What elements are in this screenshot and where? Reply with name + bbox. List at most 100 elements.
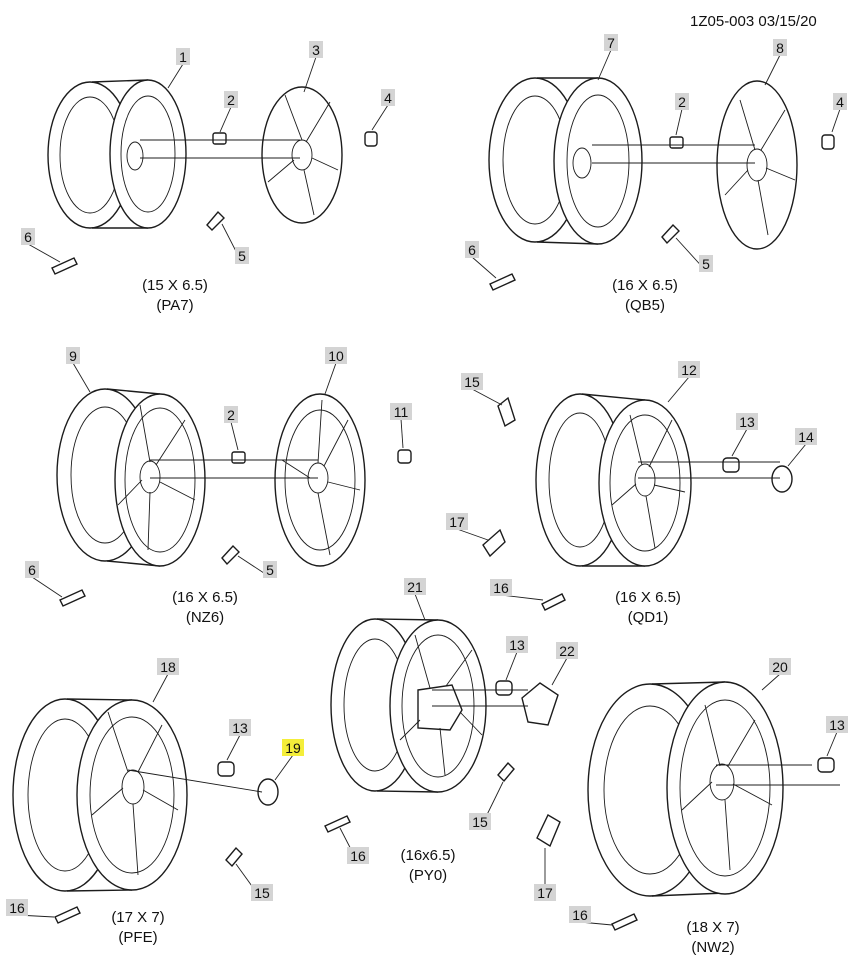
callout-label: 15 (254, 885, 270, 901)
callout-tag (381, 89, 395, 106)
callout-tag (833, 93, 847, 110)
callout-leader (167, 63, 184, 89)
steel-wheel-16 (488, 77, 643, 245)
callout-11: 11 (390, 403, 412, 449)
bolt-6 (51, 257, 78, 275)
callout-leader (456, 528, 489, 541)
callout-tag (569, 906, 591, 923)
bolt-6c (59, 589, 86, 607)
callout-label: 21 (407, 579, 423, 595)
caption-size: (16 X 6.5) (172, 589, 238, 606)
valve-stem-15b (497, 761, 515, 783)
callout-highlight (282, 739, 304, 756)
caption-size: (15 X 6.5) (142, 277, 208, 294)
lug-nut-2b (669, 136, 684, 149)
callout-leader (551, 657, 568, 686)
callout-leader (324, 362, 337, 395)
callout-3: 3 (303, 41, 323, 93)
callout-16: 16 (339, 827, 369, 864)
callout-label: 12 (681, 362, 697, 378)
callout-tag (736, 413, 758, 430)
callout-5: 5 (221, 223, 249, 264)
caption-code: (QD1) (628, 609, 669, 626)
callout-label: 13 (509, 637, 525, 653)
callout-tag (224, 406, 238, 423)
callout-tag (404, 578, 426, 595)
callout-tag (325, 347, 347, 364)
callout-6: 6 (465, 241, 497, 279)
callout-label: 1 (179, 49, 187, 65)
callout-6: 6 (25, 561, 63, 598)
alloy-wheel-nz6 (56, 388, 206, 567)
hub-cap-10 (274, 393, 366, 567)
steel-wheel-15 (47, 79, 187, 229)
callout-label: 11 (394, 404, 409, 420)
callout-tag (21, 228, 35, 245)
callout-tag (66, 347, 80, 364)
lug-nut-2c (231, 451, 246, 464)
callout-label: 15 (472, 814, 488, 830)
callout-leader (230, 421, 239, 451)
bolt-16b (324, 815, 351, 833)
callout-tag (25, 561, 39, 578)
callout-tag (769, 658, 791, 675)
callout-label: 22 (559, 643, 575, 659)
callout-15: 15 (461, 373, 503, 406)
callout-17: 17 (534, 848, 556, 901)
callout-21: 21 (404, 578, 426, 621)
callout-leader (764, 54, 781, 86)
alloy-wheel-qd1 (535, 393, 692, 567)
caption-code: (NW2) (691, 939, 734, 956)
callout-label: 6 (24, 229, 32, 245)
valve-stem-5b (661, 223, 680, 245)
callout-10: 10 (324, 347, 347, 395)
callout-13: 13 (505, 636, 528, 681)
callout-leader (675, 108, 683, 136)
caption-code: (QB5) (625, 297, 665, 314)
callout-tag (556, 642, 578, 659)
callout-tag (795, 428, 817, 445)
callout-16: 16 (490, 579, 544, 601)
callout-label: 15 (464, 374, 480, 390)
callout-tag (826, 716, 848, 733)
callout-leader (667, 376, 690, 403)
callout-leader (72, 362, 91, 393)
callout-6: 6 (21, 228, 61, 263)
bolt-16 (541, 593, 566, 611)
caption-code: (NZ6) (186, 609, 224, 626)
diagram-code: 1Z05-003 03/15/20 (690, 13, 817, 30)
callout-label: 2 (227, 407, 235, 423)
callout-13: 13 (226, 719, 251, 761)
callout-tag (309, 41, 323, 58)
callout-tag (229, 719, 251, 736)
callout-leader (219, 106, 232, 133)
caption-size: (18 X 7) (686, 919, 739, 936)
callout-label: 5 (238, 248, 246, 264)
callout-leader (400, 418, 404, 449)
valve-stem-15c (225, 846, 243, 868)
callout-tag (469, 813, 491, 830)
callout-label: 16 (493, 580, 509, 596)
lug-nut-13b (495, 680, 513, 696)
callout-leader (226, 734, 241, 761)
callout-label: 5 (702, 256, 710, 272)
callout-tag (390, 403, 412, 420)
lug-nut-4 (364, 131, 378, 147)
weight-15 (497, 396, 516, 428)
callout-tag (157, 658, 179, 675)
callout-19: 19 (274, 739, 304, 781)
caption-code: (PA7) (156, 297, 193, 314)
callout-tag (461, 373, 483, 390)
callout-leader (761, 673, 781, 691)
callout-16: 16 (6, 899, 55, 918)
lug-nut-13d (817, 757, 835, 773)
callout-leader (471, 388, 503, 406)
callout-2: 2 (675, 93, 689, 136)
center-cap-22 (521, 682, 559, 726)
callout-tag (263, 561, 277, 578)
callout-leader (597, 49, 612, 81)
callout-16: 16 (569, 906, 613, 926)
caption-size: (16 X 6.5) (612, 277, 678, 294)
callout-leader (31, 576, 63, 598)
